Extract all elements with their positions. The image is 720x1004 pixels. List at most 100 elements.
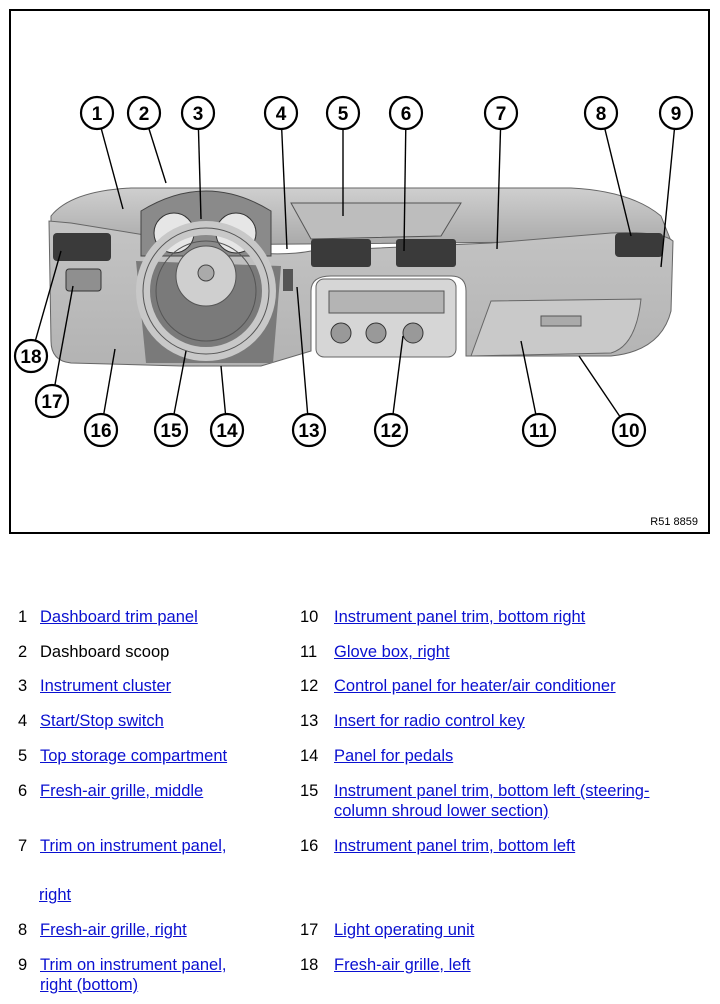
- hvac-knob-left: [330, 322, 352, 344]
- legend-link-line[interactable]: Fresh-air grille, left: [334, 956, 471, 974]
- svg-text:5: 5: [338, 104, 349, 125]
- start-stop-button: [283, 269, 293, 291]
- legend-link-line[interactable]: Glove box, right: [334, 643, 450, 661]
- legend-link-line[interactable]: Dashboard trim panel: [40, 608, 198, 626]
- legend-link-line[interactable]: Instrument cluster: [40, 677, 172, 695]
- callout-7: 7: [483, 95, 519, 131]
- leader-line-14: [220, 365, 227, 415]
- leader-line-6: [403, 128, 407, 252]
- callout-11: 11: [521, 412, 557, 448]
- legend-item-15[interactable]: Instrument panel trim, bottom left (stee…: [334, 781, 649, 821]
- light-switch: [65, 268, 102, 292]
- leader-line-1: [100, 128, 124, 210]
- svg-text:12: 12: [380, 421, 401, 442]
- leader-line-13: [296, 286, 309, 415]
- legend-link-line[interactable]: column shroud lower section): [334, 802, 549, 820]
- legend-item-12[interactable]: Control panel for heater/air conditioner: [334, 676, 616, 696]
- legend-item-13[interactable]: Insert for radio control key: [334, 711, 525, 731]
- svg-text:13: 13: [298, 421, 319, 442]
- legend-number-10: 10: [300, 608, 319, 626]
- hvac-knob-middle: [365, 322, 387, 344]
- legend-item-4[interactable]: Start/Stop switch: [40, 711, 164, 731]
- legend-item-14[interactable]: Panel for pedals: [334, 746, 453, 766]
- svg-text:14: 14: [216, 421, 238, 442]
- legend-item-8[interactable]: Fresh-air grille, right: [40, 920, 187, 940]
- leader-line-15: [173, 350, 187, 415]
- callout-9: 9: [658, 95, 694, 131]
- legend-item-9[interactable]: Trim on instrument panel, right (bottom): [40, 955, 226, 995]
- legend-number-1: 1: [18, 608, 28, 626]
- callout-4: 4: [263, 95, 299, 131]
- center-vent-left: [311, 239, 371, 267]
- figure-code: R51 8859: [650, 516, 698, 528]
- radio-unit: [328, 290, 445, 314]
- legend-link-line[interactable]: right (bottom): [40, 976, 139, 994]
- legend-item-18[interactable]: Fresh-air grille, left: [334, 955, 471, 975]
- legend-number-15: 15: [300, 782, 319, 800]
- leader-line-9: [660, 128, 676, 268]
- svg-text:15: 15: [160, 421, 182, 442]
- svg-text:8: 8: [596, 104, 607, 125]
- legend-number-14: 14: [300, 747, 319, 765]
- legend-item-11[interactable]: Glove box, right: [334, 642, 450, 662]
- legend-number-11: 11: [300, 643, 318, 661]
- callout-2: 2: [126, 95, 162, 131]
- legend-item-16[interactable]: Instrument panel trim, bottom left: [334, 836, 575, 856]
- legend-item-6[interactable]: Fresh-air grille, middle: [40, 781, 203, 801]
- legend-link-line[interactable]: Panel for pedals: [334, 747, 454, 765]
- svg-text:17: 17: [41, 392, 62, 413]
- legend-item-3[interactable]: Instrument cluster: [40, 676, 171, 696]
- svg-text:10: 10: [618, 421, 639, 442]
- leader-line-16: [103, 348, 116, 415]
- legend-link-line[interactable]: Top storage compartment: [40, 747, 228, 765]
- legend-link-line[interactable]: Instrument panel trim, bottom left (stee…: [334, 782, 650, 800]
- svg-text:4: 4: [276, 104, 287, 125]
- legend-link-line[interactable]: Fresh-air grille, right: [40, 921, 187, 939]
- callout-8: 8: [583, 95, 619, 131]
- legend-number-8: 8: [18, 921, 28, 939]
- callout-1: 1: [79, 95, 115, 131]
- legend-link-line[interactable]: Insert for radio control key: [334, 712, 525, 730]
- leader-line-3: [197, 128, 202, 220]
- legend-item-1[interactable]: Dashboard trim panel: [40, 607, 198, 627]
- legend-item-2: Dashboard scoop: [40, 642, 169, 662]
- callout-5: 5: [325, 95, 361, 131]
- leader-line-7: [496, 128, 502, 250]
- callout-16: 16: [83, 412, 119, 448]
- legend-text-line: Dashboard scoop: [40, 643, 170, 661]
- legend-number-13: 13: [300, 712, 319, 730]
- legend-number-7: 7: [18, 837, 28, 855]
- legend-link-line[interactable]: right: [39, 886, 72, 904]
- legend-number-12: 12: [300, 677, 319, 695]
- callout-6: 6: [388, 95, 424, 131]
- legend-link-line[interactable]: Instrument panel trim, bottom left: [334, 837, 576, 855]
- svg-text:11: 11: [529, 421, 550, 442]
- legend-item-17[interactable]: Light operating unit: [334, 920, 474, 940]
- legend-link-line[interactable]: Fresh-air grille, middle: [40, 782, 204, 800]
- callout-17: 17: [34, 383, 70, 419]
- callout-15: 15: [153, 412, 189, 448]
- hvac-knob-right: [402, 322, 424, 344]
- right-vent: [615, 233, 663, 257]
- callout-12: 12: [373, 412, 409, 448]
- legend-link-line[interactable]: Trim on instrument panel,: [40, 837, 227, 855]
- legend-number-16: 16: [300, 837, 319, 855]
- legend-link-line[interactable]: Trim on instrument panel,: [40, 956, 227, 974]
- legend-link-line[interactable]: Instrument panel trim, bottom right: [334, 608, 586, 626]
- legend-item-10[interactable]: Instrument panel trim, bottom right: [334, 607, 585, 627]
- svg-text:16: 16: [90, 421, 111, 442]
- legend-link-line[interactable]: Start/Stop switch: [40, 712, 164, 730]
- legend-number-18: 18: [300, 956, 319, 974]
- legend-link-line[interactable]: Light operating unit: [334, 921, 475, 939]
- legend-number-2: 2: [18, 643, 28, 661]
- legend-item-7[interactable]: Trim on instrument panel, right: [39, 836, 227, 905]
- legend-item-5[interactable]: Top storage compartment: [40, 746, 227, 766]
- leader-line-12: [392, 335, 404, 415]
- legend-link-line[interactable]: Control panel for heater/air conditioner: [334, 677, 616, 695]
- svg-text:9: 9: [671, 104, 682, 125]
- storage-compartment: [290, 202, 462, 240]
- leader-line-10: [578, 355, 621, 418]
